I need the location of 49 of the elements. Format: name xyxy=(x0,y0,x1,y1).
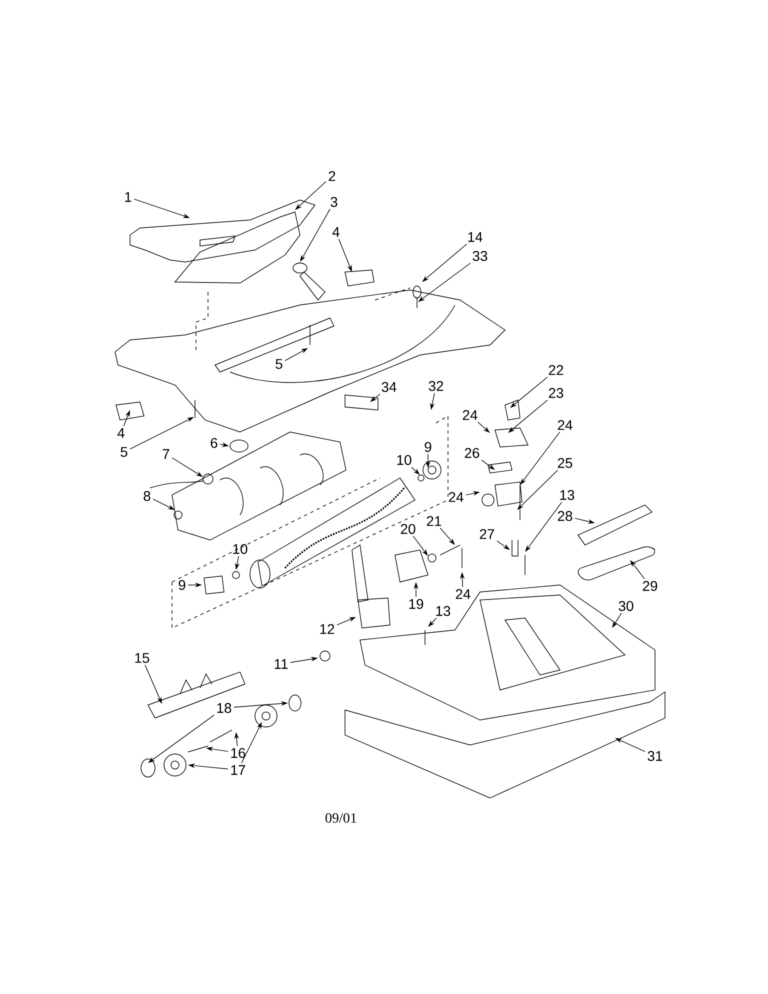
callout-number: 11 xyxy=(274,659,288,669)
leader-line xyxy=(411,466,420,475)
callout-number: 10 xyxy=(233,544,248,554)
callout-number: 24 xyxy=(558,420,572,430)
callout-number: 17 xyxy=(231,765,246,775)
callout-number: 5 xyxy=(120,447,128,457)
callout-number: 30 xyxy=(618,601,634,611)
callout-number: 4 xyxy=(117,428,124,438)
callout-number: 26 xyxy=(464,448,480,458)
callout-number: 12 xyxy=(320,624,334,634)
callout-number: 3 xyxy=(330,197,338,207)
callout-number: 13 xyxy=(560,490,574,500)
callout-number: 4 xyxy=(332,227,340,237)
callout-number: 29 xyxy=(642,581,658,591)
callout-number: 20 xyxy=(400,524,416,534)
leader-line xyxy=(295,181,326,210)
callout-number: 10 xyxy=(397,455,412,465)
callout-number: 31 xyxy=(648,751,662,761)
callout-number: 5 xyxy=(276,359,282,369)
callout-number: 1 xyxy=(125,192,132,202)
callout-number: 9 xyxy=(424,442,432,452)
callout-number: 24 xyxy=(462,410,478,420)
callout-number: 19 xyxy=(409,599,424,609)
callout-number: 33 xyxy=(472,251,488,261)
callout-number: 16 xyxy=(231,748,246,758)
callout-number: 6 xyxy=(210,438,218,448)
leader-line xyxy=(477,422,490,433)
callout-number: 34 xyxy=(382,382,396,392)
callout-number: 24 xyxy=(448,492,464,502)
leader-line xyxy=(440,528,455,545)
leader-line xyxy=(428,618,437,627)
callout-number: 13 xyxy=(436,606,450,616)
callout-number: 7 xyxy=(162,449,170,459)
callout-number: 8 xyxy=(144,491,150,501)
callout-number: 9 xyxy=(178,580,186,590)
leader-line xyxy=(517,470,558,510)
callout-number: 14 xyxy=(468,232,482,242)
callout-number: 28 xyxy=(558,511,572,521)
callout-number: 22 xyxy=(548,365,564,375)
callout-number: 18 xyxy=(217,703,232,713)
callout-number: 23 xyxy=(548,388,564,398)
callout-number: 15 xyxy=(135,653,150,663)
callout-number: 32 xyxy=(428,381,444,391)
date-label: 09/01 xyxy=(326,813,356,823)
callout-number: 27 xyxy=(480,529,494,539)
callout-number: 24 xyxy=(456,589,470,599)
callout-number: 2 xyxy=(328,171,336,181)
callout-number: 25 xyxy=(558,458,572,468)
callout-number: 21 xyxy=(426,516,442,526)
